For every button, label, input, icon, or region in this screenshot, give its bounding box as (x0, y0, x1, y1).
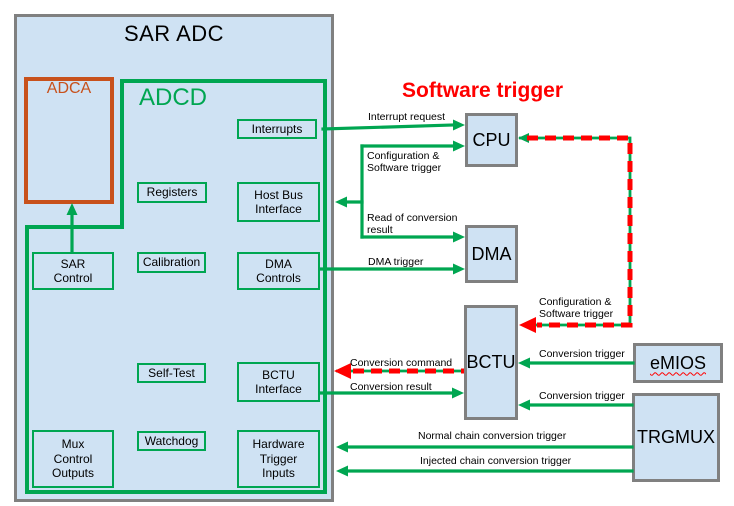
adcd-label: ADCD (139, 84, 208, 111)
block-emios: eMIOS (633, 343, 723, 383)
block-dma: DMA (465, 225, 518, 283)
sar-adc-title: SAR ADC (123, 21, 225, 46)
block-sar-control: SAR Control (32, 252, 114, 290)
label-config-software-trigger-bctu: Configuration & Software trigger (539, 296, 614, 321)
block-interrupts: Interrupts (237, 119, 317, 139)
block-dma-controls: DMA Controls (237, 252, 320, 290)
block-self-test: Self-Test (137, 363, 206, 383)
label-conversion-trigger-emios: Conversion trigger (539, 348, 625, 360)
label-conversion-command: Conversion command (350, 357, 453, 369)
block-watchdog: Watchdog (137, 431, 206, 451)
label-interrupt-request: Interrupt request (368, 111, 446, 123)
label-read-of-conversion-result: Read of conversion result (367, 212, 458, 237)
label-dma-trigger: DMA trigger (368, 256, 424, 268)
label-config-software-trigger-cpu: Configuration & Software trigger (367, 150, 442, 175)
block-registers: Registers (137, 182, 207, 203)
software-trigger-heading: Software trigger (402, 79, 564, 102)
label-normal-chain-conversion-trigger: Normal chain conversion trigger (418, 430, 567, 442)
label-conversion-result: Conversion result (350, 381, 432, 393)
label-injected-chain-conversion-trigger: Injected chain conversion trigger (420, 455, 572, 467)
connector-normal-chain-trigger (336, 441, 634, 453)
adca-label: ADCA (46, 80, 92, 97)
block-bctu-interface: BCTU Interface (237, 362, 320, 402)
block-host-bus-interface: Host Bus Interface (237, 182, 320, 222)
block-calibration: Calibration (137, 252, 206, 273)
emios-label: eMIOS (649, 352, 706, 373)
block-mux-control-outputs: Mux Control Outputs (32, 430, 114, 488)
block-bctu: BCTU (464, 305, 518, 420)
block-trgmux: TRGMUX (632, 393, 720, 482)
block-hardware-trigger-inputs: Hardware Trigger Inputs (237, 430, 320, 488)
block-cpu: CPU (465, 113, 518, 167)
label-conversion-trigger-trgmux: Conversion trigger (539, 390, 625, 402)
